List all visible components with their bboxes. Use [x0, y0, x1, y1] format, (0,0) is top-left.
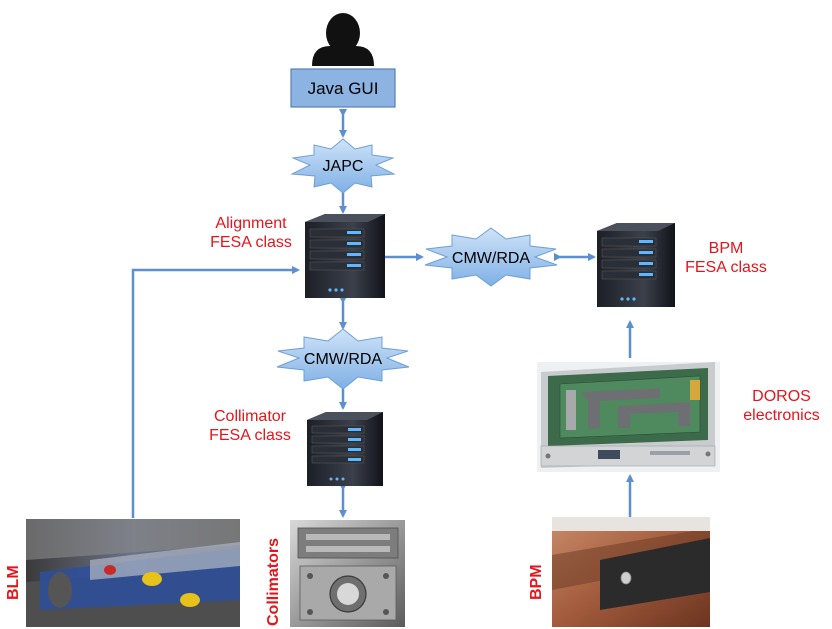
java-gui-text: Java GUI [308, 79, 379, 98]
cmw-rda-mid-text: CMW/RDA [304, 351, 383, 368]
collimators-vertical-label: Collimators [265, 537, 282, 626]
doros-label-line1: DOROS [752, 388, 811, 405]
doros-electronics-photo [537, 362, 720, 472]
bpm-server-icon [597, 223, 675, 307]
collimators-photo [290, 520, 405, 627]
alignment-label-line1: Alignment [215, 215, 287, 232]
user-icon [312, 13, 374, 66]
japc-star: JAPC [290, 138, 396, 194]
japc-text: JAPC [323, 158, 364, 175]
doros-label-line2: electronics [743, 407, 820, 424]
cmw-rda-top-star: CMW/RDA [424, 227, 558, 287]
bpm-fesa-label: BPM FESA class [676, 239, 776, 277]
collimator-label-line2: FESA class [209, 427, 291, 444]
cmw-rda-mid-star: CMW/RDA [276, 328, 410, 390]
alignment-fesa-label: Alignment FESA class [203, 214, 299, 252]
alignment-server-icon [305, 214, 385, 298]
bpm-photo [552, 517, 710, 627]
alignment-label-line2: FESA class [210, 234, 292, 251]
collimator-server-icon [307, 412, 383, 486]
bpm-label-line2: FESA class [685, 259, 767, 276]
collimator-fesa-label: Collimator FESA class [195, 407, 305, 445]
cmw-rda-top-text: CMW/RDA [452, 250, 531, 267]
java-gui-box: Java GUI [290, 68, 396, 108]
collimator-label-line1: Collimator [213, 408, 286, 425]
bpm-vertical-label: BPM [528, 564, 545, 600]
bpm-label-line1: BPM [708, 240, 744, 257]
arrow-blm-alignment [131, 266, 300, 518]
blm-photo [26, 519, 240, 627]
doros-electronics-label: DOROS electronics [733, 387, 830, 425]
blm-vertical-label: BLM [5, 565, 22, 600]
